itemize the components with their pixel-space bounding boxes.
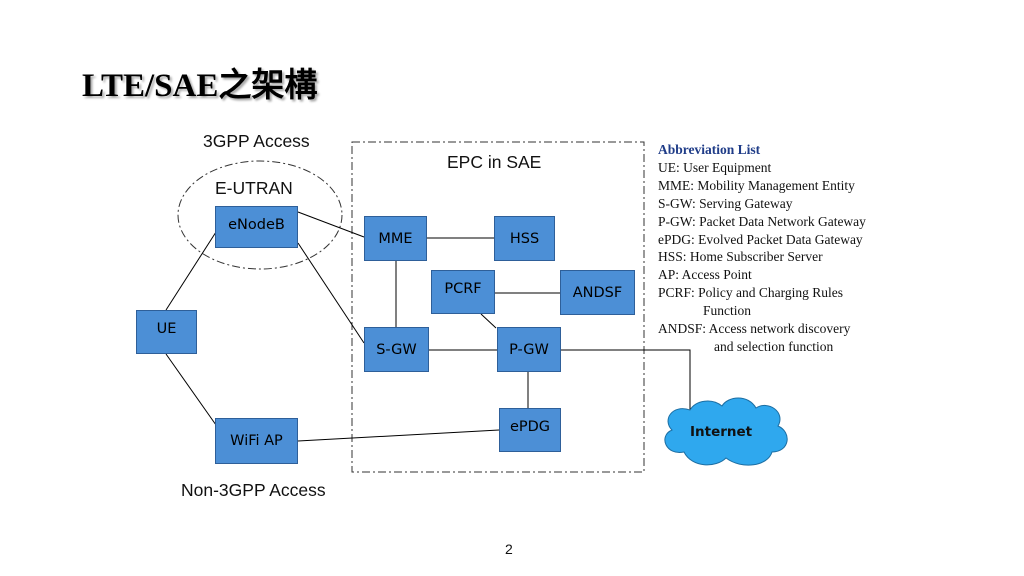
abbr-andsf-cont: and selection function — [714, 338, 834, 354]
wifi-ap-node: WiFi AP — [215, 418, 298, 464]
page-number: 2 — [505, 541, 513, 557]
abbr-mme: MME: Mobility Management Entity — [658, 177, 855, 193]
mme-node: MME — [364, 216, 427, 261]
pcrf-node: PCRF — [431, 270, 495, 314]
abbr-epdg: ePDG: Evolved Packet Data Gateway — [658, 231, 863, 247]
link-pgw-internet — [561, 349, 691, 410]
link-ue-enodeb — [165, 231, 217, 311]
hss-node: HSS — [494, 216, 555, 261]
link-pcrf-pgw — [480, 313, 497, 329]
eutran-ellipse — [177, 160, 343, 270]
abbr-pcrf: PCRF: Policy and Charging Rules — [658, 285, 844, 301]
abbreviation-list: Abbreviation List UE: User Equipment MME… — [658, 141, 866, 356]
abbr-sgw: S-GW: Serving Gateway — [658, 195, 793, 211]
abbr-ue: UE: User Equipment — [658, 159, 772, 175]
abbr-pcrf-cont: Function — [703, 303, 752, 319]
enodeb-node: eNodeB — [215, 206, 298, 248]
internet-label: Internet — [690, 424, 753, 440]
page-title: LTE/SAE之架構 — [82, 68, 318, 104]
epc-label: EPC in SAE — [447, 152, 542, 172]
non-3gpp-access-label: Non-3GPP Access — [181, 480, 326, 500]
pgw-node: P-GW — [497, 327, 561, 372]
link-enodeb-sgw — [297, 242, 365, 344]
abbr-ap: AP: Access Point — [658, 267, 752, 283]
internet-cloud — [664, 397, 788, 466]
sgw-node: S-GW — [364, 327, 429, 372]
abbr-andsf: ANDSF: Access network discovery — [658, 321, 851, 337]
abbreviation-heading: Abbreviation List — [658, 142, 761, 157]
epc-box — [351, 141, 645, 473]
ue-node: UE — [136, 310, 197, 354]
link-enodeb-mme — [297, 211, 365, 238]
andsf-node: ANDSF — [560, 270, 635, 315]
abbr-hss: HSS: Home Subscriber Server — [658, 249, 823, 265]
abbr-pgw: P-GW: Packet Data Network Gateway — [658, 213, 866, 229]
3gpp-access-label: 3GPP Access — [203, 131, 310, 151]
eutran-label: E-UTRAN — [215, 178, 293, 198]
epdg-node: ePDG — [499, 408, 561, 452]
link-ue-wifi — [165, 353, 217, 426]
link-wifi-epdg — [297, 429, 500, 442]
